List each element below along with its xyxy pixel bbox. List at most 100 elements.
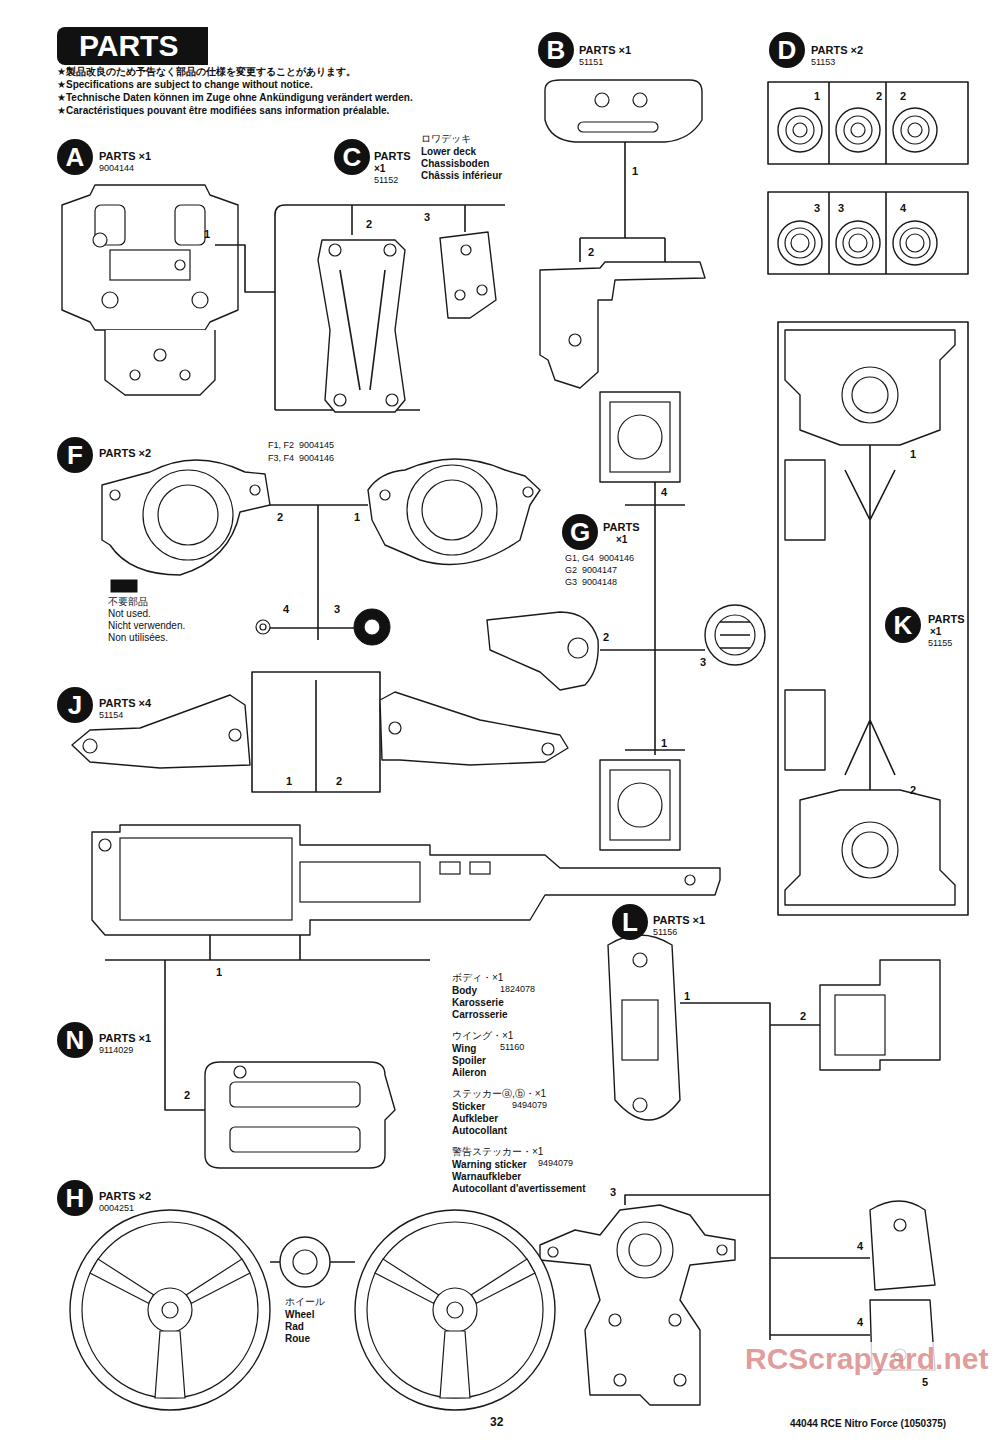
- part-label: Rad: [285, 1321, 304, 1332]
- callout-number: 2: [876, 90, 882, 102]
- part-k: [785, 790, 955, 905]
- sprue-c: [329, 244, 341, 256]
- part-label: Wheel: [285, 1309, 314, 1320]
- part-l: [608, 935, 680, 1120]
- sprue-c: [461, 245, 471, 255]
- part-label: Warning sticker: [452, 1159, 527, 1170]
- part-label: ロワデッキ: [421, 133, 471, 144]
- part-d: [908, 123, 922, 137]
- part-label: PARTS ×1: [653, 914, 705, 926]
- sprue-c: [477, 285, 487, 295]
- part-label: 1824078: [500, 985, 535, 995]
- part-label: Autocollant: [452, 1125, 507, 1136]
- part-label: 警告ステッカー・×1: [452, 1146, 543, 1157]
- part-f: [250, 485, 260, 495]
- circle-fill: [57, 1180, 93, 1216]
- part-letter-circle: A: [57, 139, 93, 175]
- part-label: G3 9004148: [565, 578, 617, 588]
- part-label: Sticker: [452, 1101, 485, 1112]
- part-n: [234, 1066, 246, 1078]
- part-b: [569, 334, 581, 346]
- watermark: RCScrapyard.net: [745, 1342, 988, 1375]
- part-l: [717, 1245, 727, 1255]
- part-letter-circle: C: [334, 139, 370, 175]
- part-n: [230, 1127, 360, 1152]
- part-g: [705, 605, 765, 665]
- circle-fill: [562, 514, 598, 550]
- callout-number: 2: [603, 631, 609, 643]
- part-f: [260, 624, 266, 630]
- callout-number: 1: [910, 448, 916, 460]
- part-h: [472, 1259, 536, 1303]
- part-g: [568, 638, 588, 658]
- part-d: [768, 192, 968, 274]
- part-label: 不要部品: [108, 596, 148, 607]
- part-label: F1, F2 9004145: [268, 441, 334, 451]
- callout-number: 4: [900, 202, 906, 214]
- callout-number: 2: [184, 1089, 190, 1101]
- part-d: [836, 108, 880, 152]
- part-label: 32: [490, 1416, 503, 1429]
- part-label: PARTS ×4: [99, 697, 151, 709]
- part-d: [893, 221, 937, 265]
- part-g: [610, 770, 670, 840]
- part-f: [364, 619, 380, 635]
- circle-fill: [538, 32, 574, 68]
- part-label: Aileron: [452, 1067, 486, 1078]
- part-label: Aufkleber: [452, 1113, 498, 1124]
- part-n: [92, 825, 720, 935]
- part-f: [158, 485, 218, 545]
- part-label: 51154: [99, 711, 123, 721]
- sprue-c: [275, 205, 505, 412]
- part-h: [70, 1210, 270, 1410]
- callout-number: 1: [286, 775, 292, 787]
- part-letter-circle: F: [57, 437, 93, 473]
- part-l: [614, 1374, 626, 1386]
- sprue-c: [384, 244, 396, 256]
- note: ★Technische Daten können im Zuge ohne An…: [57, 92, 413, 103]
- part-b: [545, 80, 702, 142]
- part-j: [542, 743, 554, 755]
- sprue-c: [440, 232, 496, 318]
- circle-fill: [57, 437, 93, 473]
- part-a: [154, 349, 166, 361]
- part-label: 44044 RCE Nitro Force (1050375): [790, 1418, 946, 1429]
- callout-number: 2: [366, 218, 372, 230]
- part-label: Spoiler: [452, 1055, 486, 1066]
- part-h: [355, 1210, 555, 1410]
- part-l: [633, 1098, 647, 1112]
- part-j: [252, 672, 380, 792]
- callout-number: 1: [632, 165, 638, 177]
- part-n: [120, 838, 292, 920]
- part-l: [894, 1219, 906, 1231]
- part-d: [843, 228, 873, 258]
- part-label: ステッカーⓐ,ⓑ・×1: [452, 1088, 546, 1099]
- part-f: [110, 490, 120, 500]
- part-f: [256, 620, 270, 634]
- part-label: PARTS ×2: [99, 1190, 151, 1202]
- part-h: [440, 1331, 470, 1398]
- sprue-c: [386, 394, 398, 406]
- callout-number: 2: [588, 246, 594, 258]
- callout-number: 4: [661, 486, 667, 498]
- part-label: Wing: [452, 1043, 476, 1054]
- part-label: F3, F4 9004146: [268, 454, 334, 464]
- part-label: Warnaufkleber: [452, 1171, 521, 1182]
- part-label: PARTS ×1: [579, 44, 631, 56]
- part-letter-circle: J: [57, 687, 93, 723]
- part-h: [148, 1288, 192, 1332]
- page-title: PARTS: [57, 27, 208, 65]
- part-letter: H: [66, 1185, 85, 1211]
- part-d: [786, 116, 814, 144]
- callout-number: 2: [800, 1010, 806, 1022]
- part-label: 9494079: [512, 1101, 547, 1111]
- part-d: [906, 234, 924, 252]
- part-label: Roue: [285, 1333, 310, 1344]
- part-h: [375, 1259, 439, 1303]
- part-b: [595, 93, 609, 107]
- part-d: [901, 116, 929, 144]
- part-b: [540, 80, 705, 388]
- part-d: [844, 116, 872, 144]
- part-a: [62, 185, 238, 330]
